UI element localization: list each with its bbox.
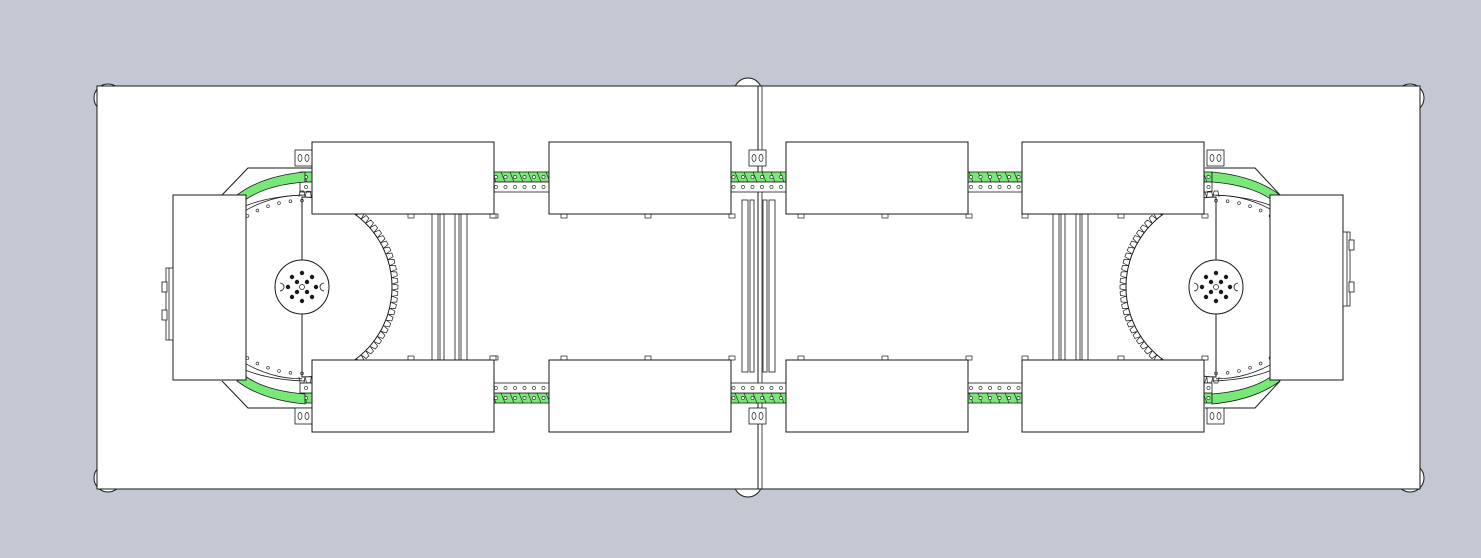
pallet-body [785, 141, 969, 215]
pallet-body [1021, 359, 1205, 433]
pallet-bottom-7 [785, 355, 973, 433]
pallet-body [311, 141, 495, 215]
end-covers [172, 194, 1344, 381]
sprocket-wheel-left [199, 190, 399, 384]
end-handles [161, 231, 1355, 341]
bracket-1 [1206, 149, 1225, 167]
pallet-body [785, 359, 969, 433]
hub-center [1213, 284, 1219, 290]
hub-flange [1188, 259, 1244, 315]
pallet-top-4 [1021, 141, 1209, 219]
pallet-top-2 [548, 141, 736, 219]
hub-center [299, 284, 305, 290]
chain-rail [299, 181, 1213, 193]
pallet-top-3 [785, 141, 973, 219]
pallet-body [1021, 141, 1205, 215]
curved-chain-segments [236, 171, 1281, 405]
hub-flange [274, 259, 330, 315]
end-cover-left [172, 194, 247, 381]
curve-bottom-left [236, 375, 306, 405]
bracket-3 [294, 407, 313, 425]
pallet-bottom-8 [1021, 355, 1209, 433]
cross-rail-center [741, 199, 776, 373]
bracket-5 [748, 407, 767, 425]
curve-top-left [236, 171, 306, 201]
pallet-carriers [311, 141, 1209, 433]
pallet-body [311, 359, 495, 433]
pallet-top-1 [311, 141, 499, 219]
bracket-4 [1206, 407, 1225, 425]
hub-right [1188, 259, 1244, 315]
bracket-2 [748, 149, 767, 167]
pallet-body [548, 141, 732, 215]
sprocket-wheel-right [1119, 190, 1319, 384]
end-frame-outlines [221, 167, 1281, 409]
pallet-bottom-5 [311, 355, 499, 433]
pallet-body [548, 359, 732, 433]
end-cover-right [1269, 194, 1344, 381]
bracket-0 [294, 149, 313, 167]
mounting-brackets [294, 149, 1225, 425]
hub-left [274, 259, 330, 315]
end-handle-right [1342, 231, 1355, 307]
end-handle-left [161, 267, 174, 341]
chain-rail [299, 382, 1213, 394]
pallet-bottom-6 [548, 355, 736, 433]
